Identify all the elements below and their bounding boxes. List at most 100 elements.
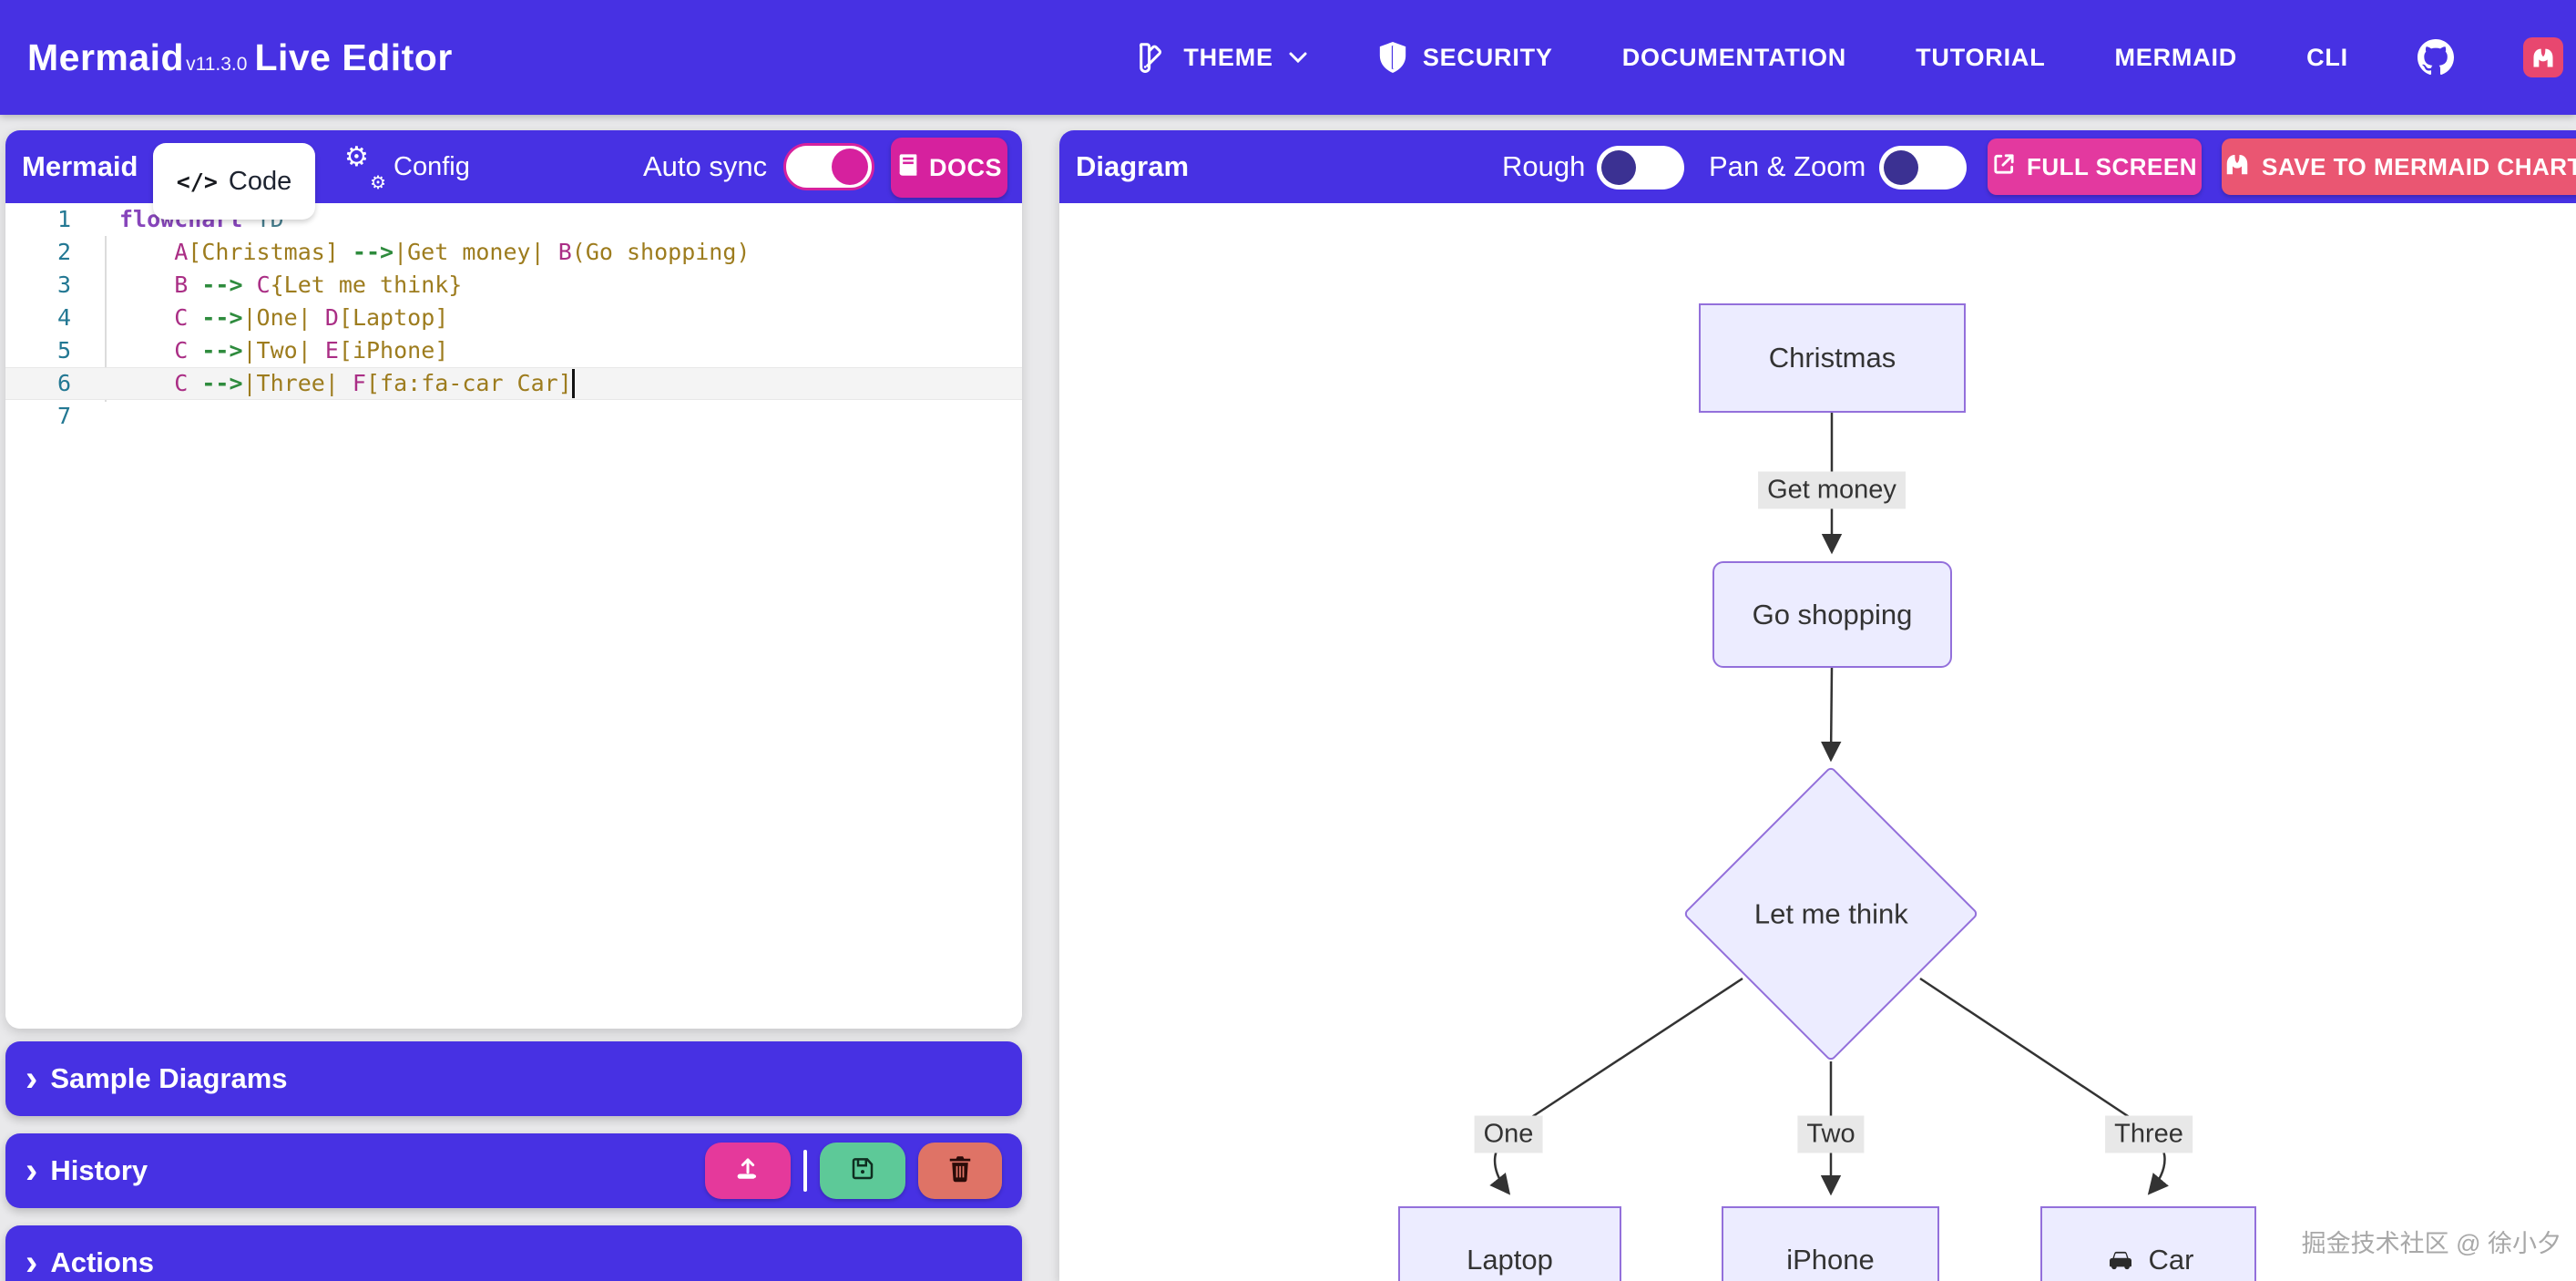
line-number: 4 — [56, 304, 71, 331]
line-number: 7 — [56, 403, 71, 429]
car-icon — [2103, 1245, 2138, 1275]
code-editor[interactable]: 1flowchart TD2 A[Christmas] -->|Get mone… — [5, 203, 1022, 1029]
node-label: Let me think — [1753, 897, 1908, 929]
autosync-toggle[interactable] — [783, 143, 875, 190]
code-line[interactable]: 3 B --> C{Let me think} — [5, 269, 1022, 302]
history-delete-button[interactable] — [918, 1143, 1002, 1199]
sample-diagrams-bar[interactable]: › Sample Diagrams — [5, 1041, 1022, 1116]
edge-label: Three — [2105, 1115, 2193, 1153]
diagram-panel-header: Diagram Rough Pan & Zoom FULL SCREEN SAV… — [1059, 130, 2576, 203]
nav-github[interactable] — [2418, 39, 2454, 76]
nav-theme[interactable]: THEME — [1134, 40, 1308, 75]
app-header: Mermaid v11.3.0 Live Editor THEME — [0, 0, 2576, 115]
mermaid-chart-icon — [2523, 37, 2563, 77]
fullscreen-button[interactable]: FULL SCREEN — [1988, 138, 2202, 195]
toggle-knob — [832, 149, 869, 185]
nav-cli-label: CLI — [2306, 43, 2348, 71]
gear-icon: ⚙⚙ — [344, 142, 386, 193]
sample-diagrams-label: Sample Diagrams — [50, 1062, 288, 1094]
editor-panel-title: Mermaid — [22, 150, 138, 182]
node-label: Laptop — [1467, 1243, 1553, 1276]
divider — [803, 1150, 807, 1192]
flowchart-node-D[interactable]: Laptop — [1398, 1206, 1621, 1281]
line-number: 2 — [56, 239, 71, 265]
flowchart-node-E[interactable]: iPhone — [1722, 1206, 1939, 1281]
external-link-icon — [1992, 152, 2016, 182]
flowchart-node-A[interactable]: Christmas — [1699, 303, 1966, 413]
flowchart-edge — [1820, 667, 1842, 763]
toggle-knob — [1884, 150, 1918, 185]
history-save-button[interactable] — [820, 1143, 905, 1199]
text-cursor — [571, 369, 575, 398]
nav-mermaid-chart[interactable] — [2523, 37, 2563, 77]
nav-theme-label: THEME — [1183, 43, 1273, 71]
actions-label: Actions — [50, 1246, 155, 1278]
code-line[interactable]: 2 A[Christmas] -->|Get money| B(Go shopp… — [5, 236, 1022, 269]
toggle-knob — [1601, 150, 1636, 185]
floppy-save-icon — [849, 1155, 876, 1187]
code-line[interactable]: 6 C -->|Three| F[fa:fa-car Car] — [5, 367, 1022, 400]
history-label: History — [50, 1154, 148, 1186]
save-button-label: SAVE TO MERMAID CHART — [2262, 152, 2576, 180]
trash-icon — [947, 1155, 973, 1187]
pan-zoom-label: Pan & Zoom — [1709, 150, 1866, 182]
tab-code-label: Code — [228, 166, 292, 196]
edge-label: Two — [1797, 1115, 1865, 1153]
nav-security[interactable]: SECURITY — [1377, 40, 1553, 75]
github-icon — [2418, 39, 2454, 76]
rough-toggle[interactable] — [1597, 146, 1684, 190]
line-number: 6 — [56, 370, 71, 396]
history-upload-button[interactable] — [705, 1143, 791, 1199]
nav-documentation[interactable]: DOCUMENTATION — [1622, 44, 1846, 72]
header-nav: THEME SECURITY DOCUMENTATION TUTORIAL ME… — [1134, 37, 2563, 77]
tab-config-label: Config — [394, 151, 470, 181]
code-line[interactable]: 5 C -->|Two| E[iPhone] — [5, 334, 1022, 367]
watermark: 掘金技术社区 @ 徐小夕 — [2301, 1230, 2561, 1257]
swatchbook-icon — [1134, 40, 1169, 75]
code-text: A[Christmas] -->|Get money| B(Go shoppin… — [174, 239, 751, 265]
nav-cli[interactable]: CLI — [2306, 44, 2348, 72]
pan-zoom-toggle[interactable] — [1879, 146, 1967, 190]
brand-suffix: Live Editor — [254, 36, 453, 78]
docs-button[interactable]: DOCS — [891, 138, 1007, 198]
flowchart-node-F[interactable]: Car — [2040, 1206, 2256, 1281]
nav-tutorial[interactable]: TUTORIAL — [1916, 44, 2045, 72]
history-actions — [705, 1143, 1002, 1199]
save-to-mermaid-chart-button[interactable]: SAVE TO MERMAID CHART — [2222, 138, 2576, 195]
flowchart-node-B[interactable]: Go shopping — [1712, 561, 1952, 668]
node-label: Go shopping — [1752, 598, 1913, 630]
code-line[interactable]: 4 C -->|One| D[Laptop] — [5, 302, 1022, 334]
rough-label: Rough — [1502, 150, 1586, 182]
line-number: 3 — [56, 272, 71, 298]
code-text: C -->|Three| F[fa:fa-car Car] — [174, 370, 572, 396]
editor-panel: Mermaid </> Code ⚙⚙ Config Auto sync DOC… — [5, 130, 1022, 1029]
nav-documentation-label: DOCUMENTATION — [1621, 43, 1847, 71]
diagram-panel-title: Diagram — [1076, 150, 1190, 182]
actions-bar[interactable]: › Actions — [5, 1225, 1022, 1281]
history-bar[interactable]: › History — [5, 1133, 1022, 1208]
line-number: 1 — [56, 206, 71, 232]
code-line[interactable]: 7 — [5, 400, 1022, 433]
code-text: C -->|Two| E[iPhone] — [174, 337, 449, 364]
book-icon — [896, 152, 920, 184]
tab-code[interactable]: </> Code — [153, 143, 315, 220]
nav-mermaid-label: MERMAID — [2114, 43, 2238, 71]
brand-version: v11.3.0 — [186, 53, 248, 75]
nav-tutorial-label: TUTORIAL — [1916, 43, 2046, 71]
flowchart-edge — [1919, 977, 2169, 1195]
flowchart-edge — [1489, 977, 1743, 1195]
tab-config[interactable]: ⚙⚙ Config — [344, 130, 470, 203]
autosync-label: Auto sync — [643, 150, 768, 182]
docs-button-label: DOCS — [928, 153, 1002, 181]
indent-guide — [105, 236, 107, 402]
code-text: C -->|One| D[Laptop] — [174, 304, 449, 331]
brand-name: Mermaid — [27, 36, 185, 78]
app-logo[interactable]: Mermaid v11.3.0 Live Editor — [27, 36, 453, 79]
editor-panel-header: Mermaid </> Code ⚙⚙ Config Auto sync DOC… — [5, 130, 1022, 220]
code-icon: </> — [176, 168, 218, 195]
nav-security-label: SECURITY — [1422, 43, 1553, 71]
nav-mermaid[interactable]: MERMAID — [2115, 44, 2238, 72]
node-label: Car — [2148, 1243, 2194, 1276]
